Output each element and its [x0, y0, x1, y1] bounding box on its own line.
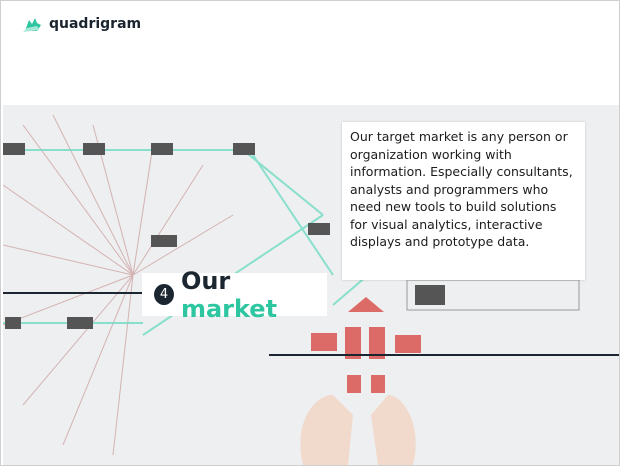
header: quadrigram: [1, 1, 619, 105]
body-text: Our target market is any person or organ…: [342, 122, 585, 280]
title-part1: Our: [180, 266, 231, 295]
quadrigram-logo-icon: [23, 18, 41, 32]
divider-left: [3, 292, 142, 294]
slide-title: 4 Our market: [142, 267, 327, 323]
title-part2: market: [180, 294, 278, 323]
logo-text: quadrigram: [49, 16, 142, 32]
logo: quadrigram: [23, 16, 141, 32]
slide-number-badge: 4: [154, 284, 174, 305]
divider-right: [269, 354, 619, 356]
